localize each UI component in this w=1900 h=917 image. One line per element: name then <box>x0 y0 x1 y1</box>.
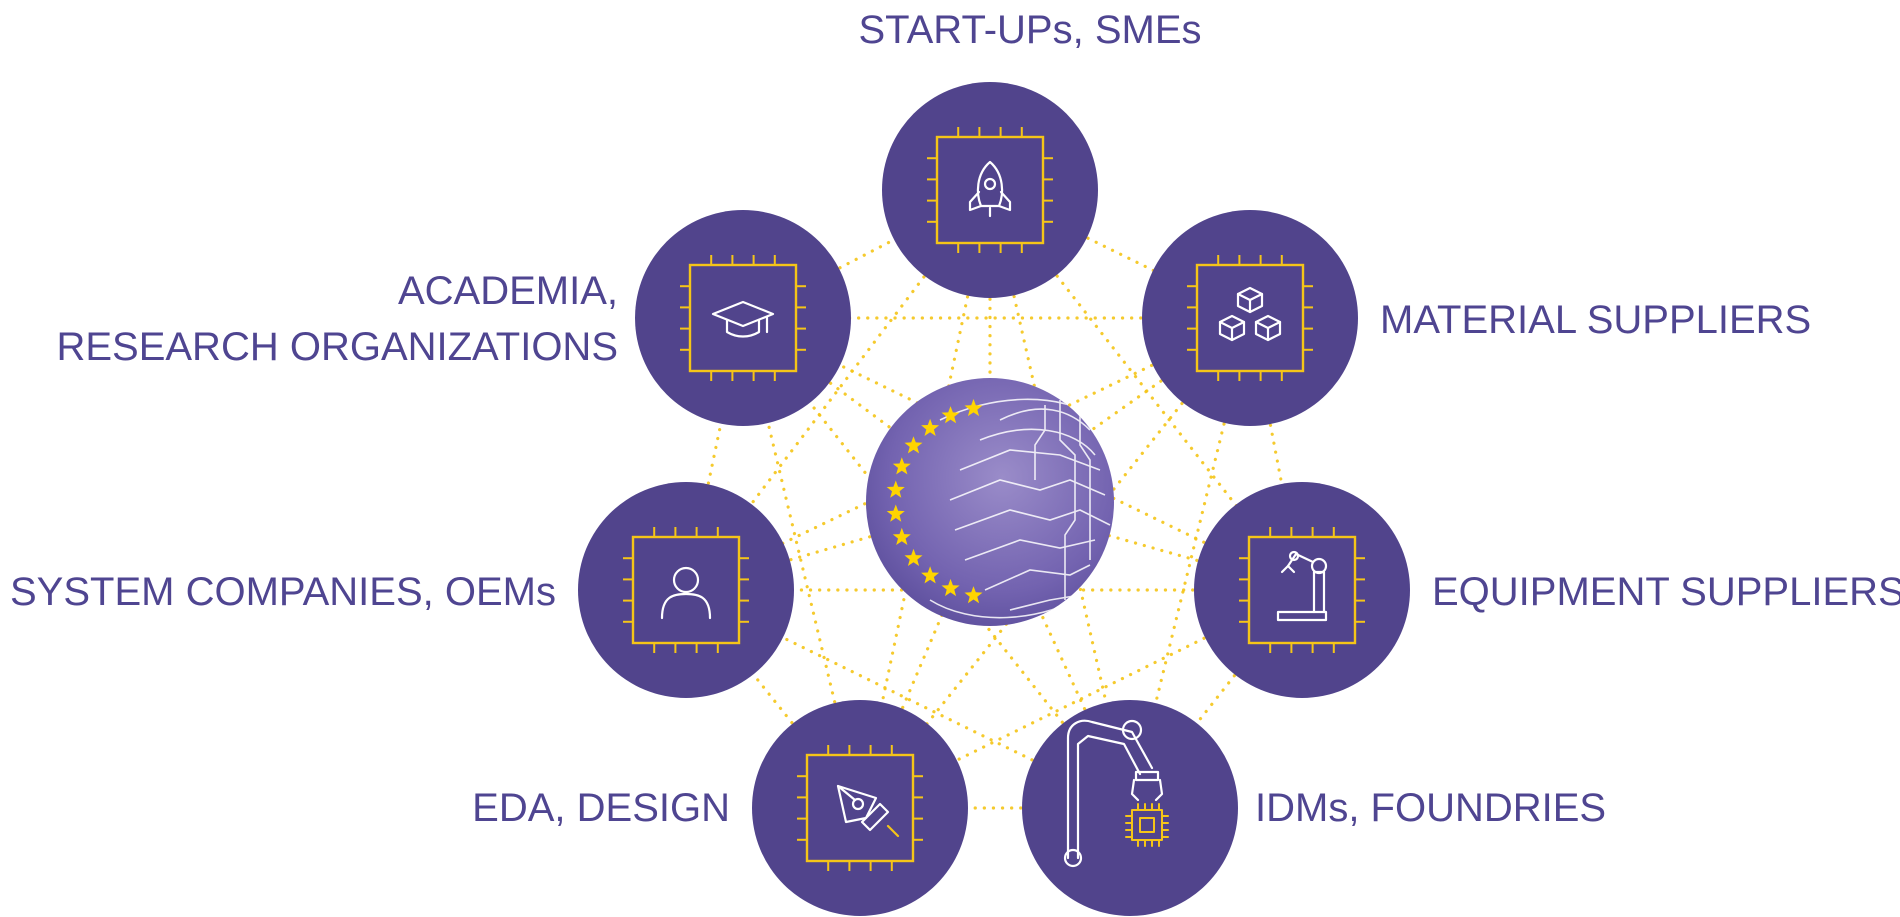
connector-academia-center <box>741 316 992 504</box>
connector-startups-materials <box>988 188 1252 320</box>
eu-star <box>941 406 960 424</box>
rocket-icon <box>968 160 1012 218</box>
eu-star <box>886 480 905 498</box>
label-eda-design: EDA, DESIGN <box>472 786 730 830</box>
robot-arm-icon <box>1276 550 1328 622</box>
node-idm <box>1022 700 1238 916</box>
eu-star <box>921 418 940 436</box>
label-equipment-suppliers: EQUIPMENT SUPPLIERS <box>1432 570 1900 614</box>
label-startups: START-UPs, SMEs <box>858 8 1202 52</box>
industrial-robot-icon <box>1063 719 1169 868</box>
eu-star <box>892 527 911 545</box>
node-eda <box>752 700 968 916</box>
label-material-suppliers: MATERIAL SUPPLIERS <box>1380 298 1812 342</box>
pen-nib-icon <box>836 784 900 838</box>
label-system-companies: SYSTEM COMPANIES, OEMs <box>10 570 556 614</box>
eu-star <box>964 398 983 417</box>
center-globe <box>866 378 1114 626</box>
graduation-cap-icon <box>711 300 775 338</box>
circuit-lines-icon <box>929 398 1111 619</box>
label-academia: ACADEMIA, RESEARCH ORGANIZATIONS <box>56 269 618 369</box>
eu-star <box>886 504 905 522</box>
eu-star <box>921 566 940 584</box>
node-materials <box>1142 210 1358 426</box>
eu-stars <box>886 398 983 604</box>
node-academia <box>635 210 851 426</box>
label-idm-foundries: IDMs, FOUNDRIES <box>1255 786 1607 830</box>
eu-star <box>941 578 960 597</box>
eu-star <box>904 436 923 454</box>
person-icon <box>660 566 712 620</box>
eu-star <box>904 548 923 566</box>
node-system <box>578 482 794 698</box>
eu-star <box>964 586 983 604</box>
eu-star <box>892 457 911 475</box>
node-startups <box>882 82 1098 298</box>
node-equipment <box>1194 482 1410 698</box>
cubes-icon <box>1218 286 1282 342</box>
